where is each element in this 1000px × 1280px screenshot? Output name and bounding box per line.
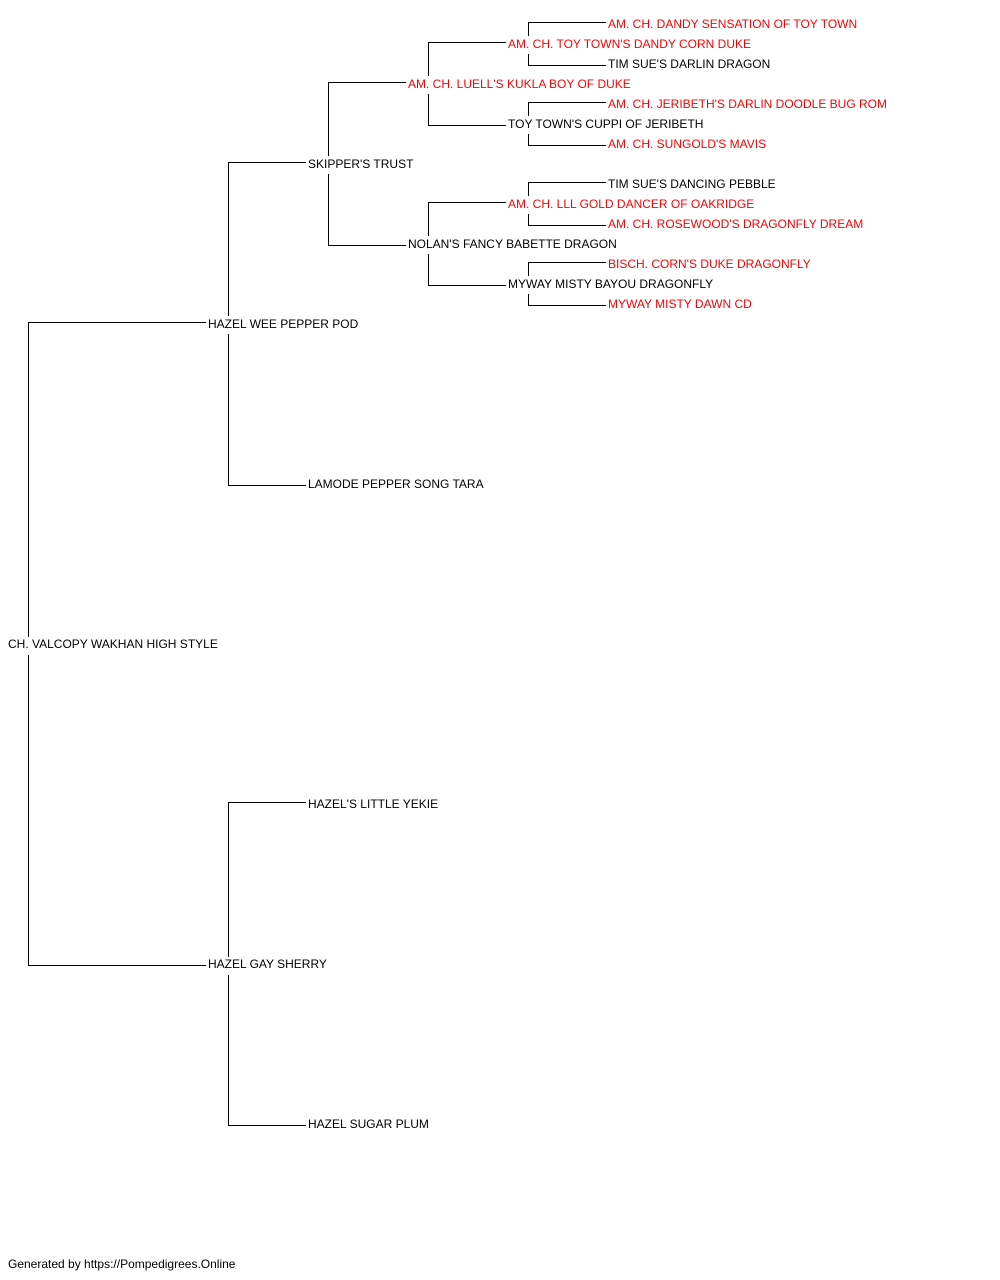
- ancestor-ssss-sire-name[interactable]: AM. CH. DANDY SENSATION OF TOY TOWN: [608, 17, 858, 31]
- ancestor-ssds-dam-name[interactable]: AM. CH. ROSEWOOD'S DRAGONFLY DREAM: [608, 217, 864, 231]
- connector-ssd-sire: [428, 202, 506, 236]
- ancestor-sssd-sire-name[interactable]: AM. CH. JERIBETH'S DARLIN DOODLE BUG ROM: [608, 97, 887, 111]
- connector-ssds-dam: [528, 214, 606, 226]
- ancestor-ssds-sire-name[interactable]: TIM SUE'S DANCING PEBBLE: [608, 177, 776, 191]
- ancestor-ss-dam-name[interactable]: NOLAN'S FANCY BABETTE DRAGON: [408, 237, 617, 251]
- sire-name[interactable]: HAZEL WEE PEPPER POD: [208, 317, 359, 331]
- paternal-granddam-name[interactable]: LAMODE PEPPER SONG TARA: [308, 477, 484, 491]
- maternal-grandsire-name[interactable]: HAZEL'S LITTLE YEKIE: [308, 797, 439, 811]
- connector-sire-sire: [228, 162, 306, 316]
- subject-dog-name[interactable]: CH. VALCOPY WAKHAN HIGH STYLE: [8, 637, 218, 651]
- dam-name[interactable]: HAZEL GAY SHERRY: [208, 957, 327, 971]
- paternal-grandsire-name[interactable]: SKIPPER'S TRUST: [308, 157, 414, 171]
- ancestor-sssd-dam-name[interactable]: AM. CH. SUNGOLD'S MAVIS: [608, 137, 767, 151]
- ancestor-ss-sire-name[interactable]: AM. CH. LUELL'S KUKLA BOY OF DUKE: [408, 77, 631, 91]
- connector-dam-dam: [228, 975, 306, 1126]
- connector-subject-sire: [28, 322, 206, 637]
- connector-ssd-dam: [428, 254, 506, 286]
- connector-ssds-sire: [528, 182, 606, 196]
- ancestor-sss-dam-name[interactable]: TOY TOWN'S CUPPI OF JERIBETH: [508, 117, 704, 131]
- connector-ss-dam: [328, 174, 406, 246]
- connector-dam-sire: [228, 802, 306, 957]
- maternal-granddam-name[interactable]: HAZEL SUGAR PLUM: [308, 1117, 429, 1131]
- connector-sire-dam: [228, 334, 306, 486]
- ancestor-ssdd-dam-name[interactable]: MYWAY MISTY DAWN CD: [608, 297, 752, 311]
- ancestor-sss-sire-name[interactable]: AM. CH. TOY TOWN'S DANDY CORN DUKE: [508, 37, 751, 51]
- generated-by-footer: Generated by https://Pompedigrees.Online: [8, 1257, 236, 1271]
- connector-subject-dam: [28, 655, 206, 966]
- ancestor-ssss-dam-name[interactable]: TIM SUE'S DARLIN DRAGON: [608, 57, 771, 71]
- connector-ssdd-sire: [528, 262, 606, 276]
- connector-sss-sire: [428, 42, 506, 76]
- ancestor-ssd-dam-name[interactable]: MYWAY MISTY BAYOU DRAGONFLY: [508, 277, 714, 291]
- connector-ss-sire: [328, 82, 406, 156]
- connector-sssd-dam: [528, 134, 606, 146]
- connector-sssd-sire: [528, 102, 606, 116]
- connector-sss-dam: [428, 94, 506, 126]
- connector-ssss-dam: [528, 54, 606, 66]
- ancestor-ssdd-sire-name[interactable]: BISCH. CORN'S DUKE DRAGONFLY: [608, 257, 811, 271]
- connector-ssss-sire: [528, 22, 606, 36]
- ancestor-ssd-sire-name[interactable]: AM. CH. LLL GOLD DANCER OF OAKRIDGE: [508, 197, 755, 211]
- connector-ssdd-dam: [528, 294, 606, 306]
